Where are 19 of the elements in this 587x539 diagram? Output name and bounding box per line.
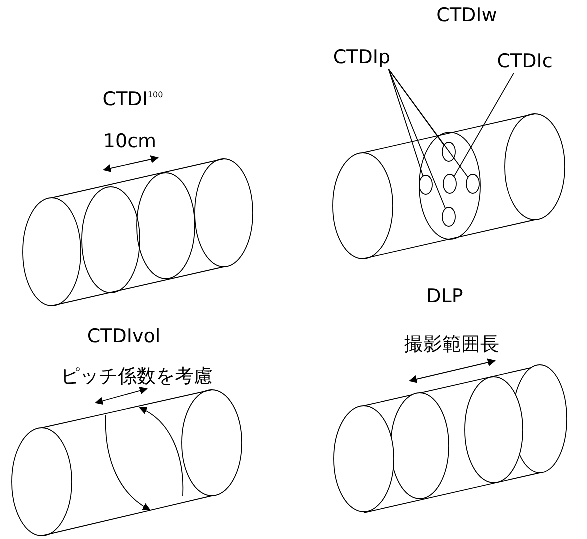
callout-label: CTDIp [333,48,391,68]
dimension-label: 10cm [103,132,157,152]
quantity-label: DLP [426,286,464,308]
probe-hole-circle [419,175,433,195]
probe-hole-circle [442,142,456,162]
callout-label: CTDIc [497,52,553,72]
phantom-disk [419,132,481,240]
note-label: ピッチ係数を考慮 [61,366,213,388]
leader-line [388,69,446,209]
leader-line [388,69,424,176]
probe-hole-circle [466,174,480,194]
probe-hole-circle [442,207,456,227]
quantity-label: CTDI$^{100}$ [102,90,164,110]
quantity-label: CTDIw [436,6,498,26]
leader-line [388,69,468,178]
quantity-label: CTDIvol [87,326,161,348]
probe-hole-circle [443,174,457,194]
leader-line [454,73,514,177]
dimension-label: 撮影範囲長 [404,334,500,356]
